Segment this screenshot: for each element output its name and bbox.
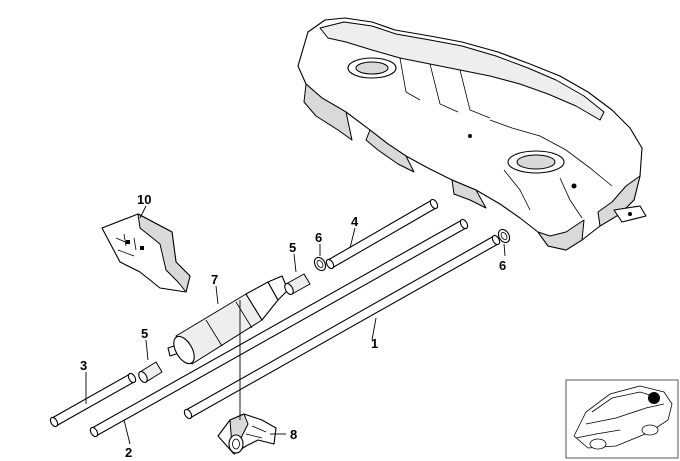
callout-fuel-line-upper: 4 bbox=[351, 214, 359, 229]
callout-clamp-right: 6 bbox=[499, 258, 506, 273]
callout-heat-shield: 10 bbox=[137, 192, 151, 207]
vehicle-location-inset bbox=[565, 379, 679, 459]
callout-fuel-line-long: 1 bbox=[371, 336, 378, 351]
heat-shield bbox=[101, 213, 191, 293]
callout-filter-bracket: 8 bbox=[290, 427, 297, 442]
hose-left bbox=[138, 361, 163, 384]
leader-lines bbox=[85, 205, 506, 445]
fuel-line-short bbox=[49, 372, 137, 428]
fuel-line-long bbox=[183, 234, 501, 420]
callout-hose-left: 5 bbox=[141, 326, 148, 341]
clamp-left bbox=[313, 256, 327, 272]
location-marker-icon bbox=[648, 392, 660, 404]
callout-fuel-line-front: 2 bbox=[125, 445, 132, 460]
filter-bracket bbox=[217, 413, 277, 455]
fuel-line-upper bbox=[325, 198, 439, 270]
callout-fuel-line-short: 3 bbox=[80, 358, 87, 373]
fuel-filter bbox=[167, 275, 289, 365]
callout-clamp-left: 6 bbox=[315, 230, 322, 245]
clamp-right bbox=[497, 228, 511, 244]
callout-hose-right: 5 bbox=[289, 240, 296, 255]
callout-fuel-filter: 7 bbox=[211, 272, 218, 287]
fuel-tank bbox=[297, 17, 647, 251]
fuel-line-front bbox=[89, 218, 469, 438]
hose-right bbox=[284, 273, 311, 296]
